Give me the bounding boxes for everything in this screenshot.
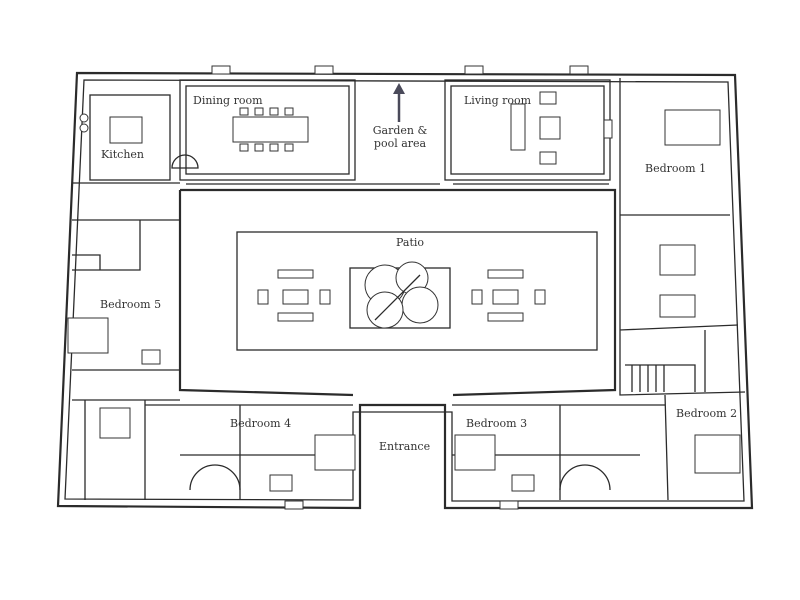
kitchen-island <box>109 116 143 144</box>
dining-table <box>232 107 309 152</box>
label-patio: Patio <box>396 236 425 249</box>
dining-room-inner <box>185 85 350 175</box>
bed-bedroom-1 <box>664 109 721 146</box>
windows <box>211 65 589 510</box>
label-garden-pool-area: Garden & pool area <box>372 124 428 150</box>
outer-walls <box>56 71 754 510</box>
right-wing-walls <box>619 78 746 501</box>
patio-seating-left <box>257 269 331 322</box>
label-bedroom-4: Bedroom 4 <box>230 417 292 430</box>
spiral-stair <box>171 154 199 169</box>
label-living-room: Living room <box>464 94 532 107</box>
label-bedroom-3: Bedroom 3 <box>466 417 528 430</box>
garden-arrow-icon <box>393 83 405 122</box>
label-bedroom-2: Bedroom 2 <box>676 407 738 420</box>
bed-bedroom-2 <box>694 434 741 474</box>
label-bedroom-1: Bedroom 1 <box>645 162 707 175</box>
bed-bedroom-4 <box>314 434 356 471</box>
label-bedroom-5: Bedroom 5 <box>100 298 162 311</box>
bed-bedroom-3 <box>454 434 496 471</box>
kitchen-walls <box>89 94 171 181</box>
courtyard-walls <box>178 183 617 397</box>
bottom-wing-walls <box>145 404 665 500</box>
tree-icon <box>364 261 439 329</box>
patio-area <box>236 231 598 351</box>
patio-seating-right <box>471 269 546 322</box>
label-entrance: Entrance <box>379 440 431 453</box>
label-dining-room: Dining room <box>193 94 263 107</box>
dining-room-walls <box>179 79 356 181</box>
left-wing-walls <box>67 182 180 500</box>
bed-bedroom-5 <box>67 317 109 354</box>
label-kitchen: Kitchen <box>101 148 144 161</box>
living-furniture <box>510 91 613 165</box>
